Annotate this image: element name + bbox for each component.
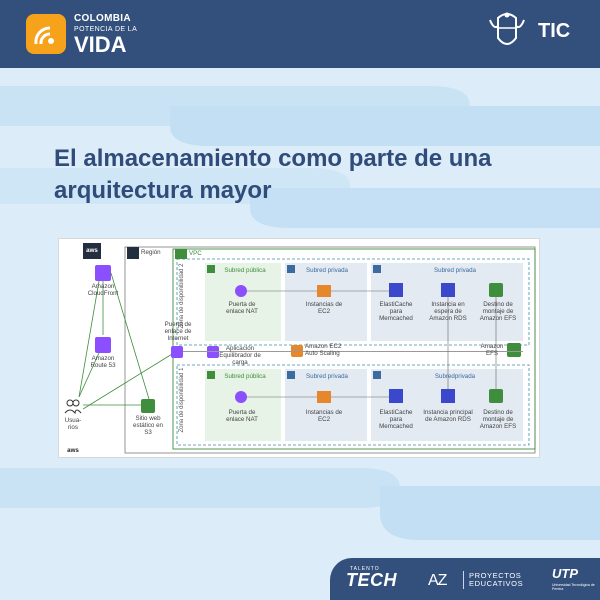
brand-line-2: POTENCIA DE LA <box>74 26 138 33</box>
coat-of-arms-icon <box>489 12 525 45</box>
private-subnet-top-a <box>285 263 367 341</box>
lock-icon <box>207 265 215 273</box>
tic-label: TIC <box>538 20 571 42</box>
aws-badge-icon <box>83 243 101 259</box>
public-subnet-bottom-label: Subred pública <box>224 373 266 380</box>
az-logo-text: AZ <box>428 572 447 589</box>
talento-label: TALENTO <box>350 566 380 572</box>
nat-gateway-icon <box>235 391 247 403</box>
efs-mount-icon <box>489 389 503 403</box>
connector-line <box>82 350 178 410</box>
ministry-tic-logo: TIC <box>486 10 586 56</box>
nat-gateway-icon <box>235 285 247 297</box>
private-subnet-bottom-b-label: Subredprivada <box>434 373 476 380</box>
rds-standby-label: Instancia en espera de Amazon RDS <box>429 301 467 322</box>
lock-icon <box>373 371 381 379</box>
s3-site-label: Sitio web estático en S3 <box>133 415 163 436</box>
tech-logo-text: TECH <box>346 570 397 590</box>
architecture-diagram: aws aws Región VPC Zona de disponibilida… <box>58 238 540 458</box>
s3-bucket-icon <box>141 399 155 413</box>
lock-icon <box>207 371 215 379</box>
region-flag-icon <box>127 247 139 259</box>
elasticache-icon <box>389 389 403 403</box>
proyectos-educativos-logo: PROYECTOS EDUCATIVOS <box>469 572 523 588</box>
cloudfront-icon <box>95 265 111 281</box>
rds-standby-icon <box>441 283 455 297</box>
autoscaling-label: Amazon EC2 Auto Scaling <box>305 343 342 357</box>
brand-line-3: VIDA <box>74 32 127 57</box>
users-label: Usua-rios <box>64 417 82 431</box>
rds-primary-icon <box>441 389 455 403</box>
elasticache-icon <box>389 283 403 297</box>
utp-logo-text: UTP <box>552 566 578 581</box>
public-subnet-top-label: Subred pública <box>224 267 266 274</box>
logo-divider <box>463 571 464 589</box>
load-balancer-label: Aplicación Equilibrador de carga <box>219 345 261 366</box>
elasticache-bottom-label: ElastiCache para Memcached <box>379 409 413 430</box>
cloudfront-label: Amazon CloudFront <box>87 283 119 297</box>
private-subnet-bottom-b <box>371 369 523 441</box>
ec2-top-label: Instancias de EC2 <box>305 301 343 315</box>
top-banner: COLOMBIA POTENCIA DE LA VIDA TIC <box>0 0 600 68</box>
nat-top-label: Puerta de enlace NAT <box>226 301 258 315</box>
private-subnet-top-a-label: Subred privada <box>306 267 348 274</box>
region-label: Región <box>141 249 161 256</box>
efs-mount-bottom-label: Destino de montaje de Amazon EFS <box>479 409 517 430</box>
connector-line <box>78 280 100 398</box>
lock-icon <box>287 371 295 379</box>
nat-bottom-label: Puerta de enlace NAT <box>226 409 258 423</box>
proyectos-label: PROYECTOS <box>469 571 522 580</box>
az2-boundary <box>176 258 530 346</box>
private-subnet-bottom-a <box>285 369 367 441</box>
educativos-label: EDUCATIVOS <box>469 579 524 588</box>
efs-mount-top-label: Destino de montaje de Amazon EFS <box>479 301 517 322</box>
users-icon <box>64 399 82 415</box>
aws-badge-label: aws <box>86 247 98 254</box>
efs-icon <box>507 343 521 357</box>
diagram-graphics <box>64 243 536 454</box>
lock-icon <box>373 265 381 273</box>
az1-boundary <box>176 364 530 446</box>
slide-title: El almacenamiento como parte de una arqu… <box>54 145 492 204</box>
brand-line-1: COLOMBIA <box>74 13 131 24</box>
rds-primary-label: Instancia principal de Amazon RDS <box>423 409 473 423</box>
partner-logo-bar <box>330 558 600 600</box>
private-subnet-top-b-label: Subred privada <box>434 267 476 274</box>
private-subnet-bottom-a-label: Subred privada <box>306 373 348 380</box>
public-subnet-bottom <box>205 369 281 441</box>
route53-icon <box>95 337 111 353</box>
connector-line <box>183 351 523 352</box>
route53-label: Amazon Route 53 <box>90 355 116 369</box>
lock-icon <box>287 265 295 273</box>
vpc-cloud-icon <box>175 249 187 259</box>
efs-mount-icon <box>489 283 503 297</box>
aws-bottom-label: aws <box>67 447 79 454</box>
zone-1-label: Zona de disponibilidad 1 <box>179 367 185 433</box>
connector-line <box>78 352 100 398</box>
vpc-label: VPC <box>189 250 202 257</box>
public-subnet-top <box>205 263 281 341</box>
internet-gateway-label: Puerta de enlace de Internet <box>164 321 192 342</box>
private-subnet-top-b <box>371 263 523 341</box>
ec2-bottom-label: Instancias de EC2 <box>305 409 343 423</box>
ec2-instances-icon <box>317 391 331 403</box>
elasticache-top-label: ElastiCache para Memcached <box>379 301 413 322</box>
sun-wave-icon <box>26 14 66 54</box>
internet-gateway-icon <box>171 346 183 358</box>
utp-subtitle: Universidad Tecnológica de Pereira <box>552 583 595 591</box>
colombia-brand-logo: COLOMBIA POTENCIA DE LA VIDA <box>26 8 206 60</box>
brand-text: COLOMBIA POTENCIA DE LA VIDA <box>74 14 137 56</box>
efs-label: Amazon EFS <box>480 343 504 357</box>
connector-line <box>110 272 150 400</box>
ec2-instances-icon <box>317 285 331 297</box>
